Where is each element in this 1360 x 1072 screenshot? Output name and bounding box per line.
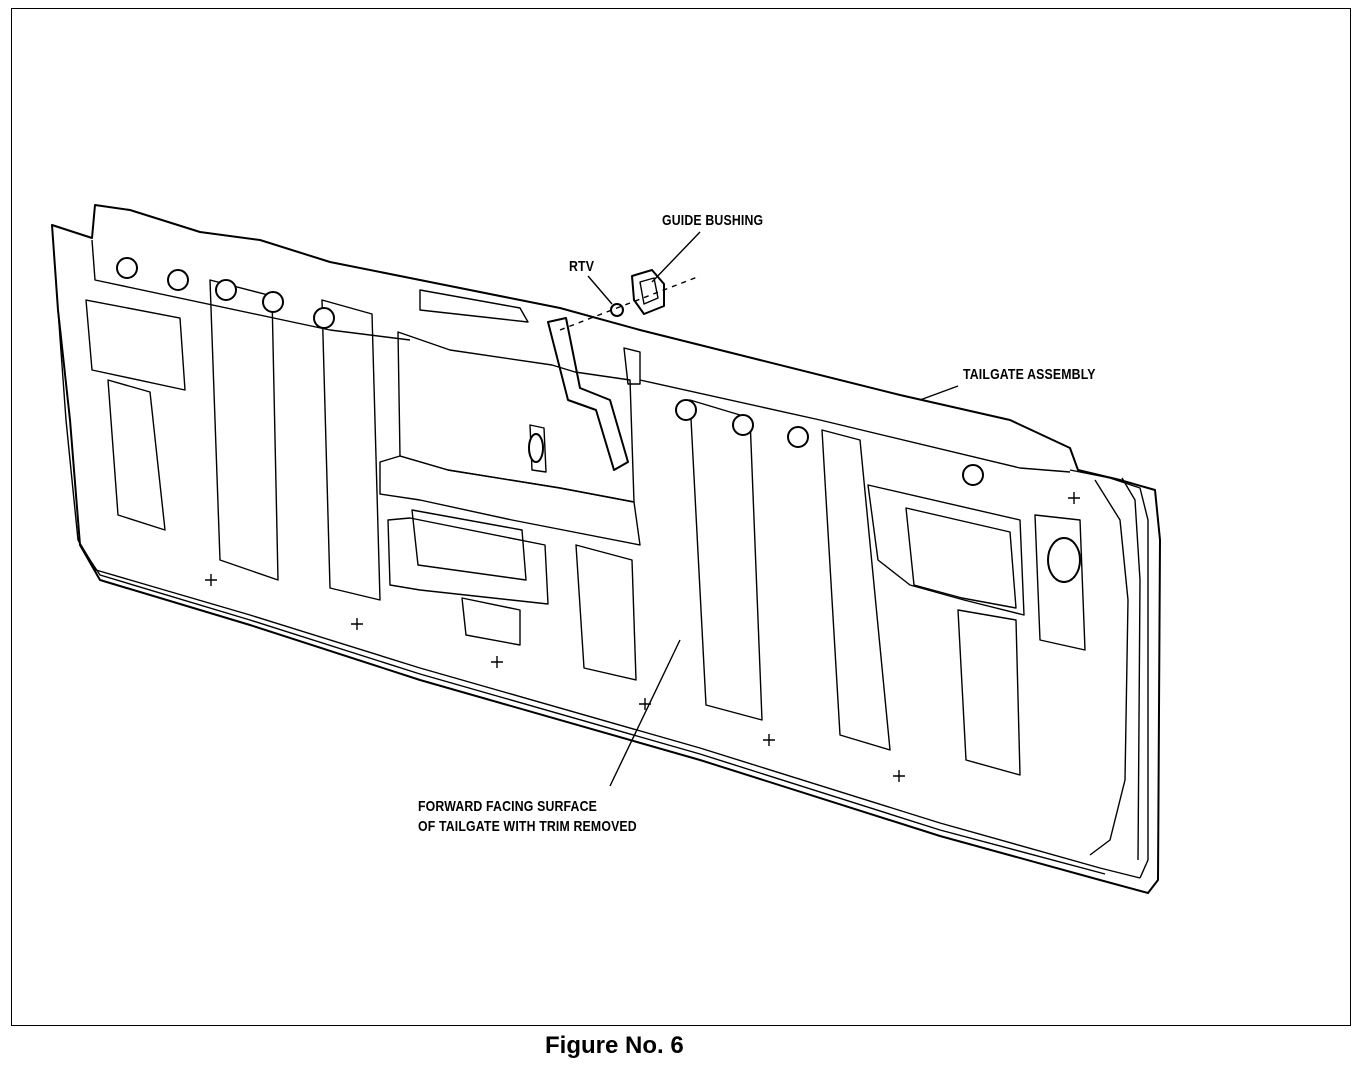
guide-bushing-label: GUIDE BUSHING xyxy=(662,212,764,229)
inner-panels xyxy=(85,279,1086,776)
figure-frame xyxy=(11,8,1351,1026)
top-rail xyxy=(91,239,1081,583)
rtv-label: RTV xyxy=(569,258,595,275)
latch-bracket xyxy=(419,289,641,471)
leader-lines xyxy=(587,231,959,787)
forward-surface-label-line2: OF TAILGATE WITH TRIM REMOVED xyxy=(418,818,637,835)
guide-bushing-part xyxy=(559,269,701,331)
tailgate-outline xyxy=(51,204,1161,894)
tailgate-assembly-label: TAILGATE ASSEMBLY xyxy=(963,366,1096,383)
forward-surface-label-line1: FORWARD FACING SURFACE xyxy=(418,798,598,815)
figure-caption: Figure No. 6 xyxy=(545,1032,684,1059)
cross-marks xyxy=(205,492,1080,782)
